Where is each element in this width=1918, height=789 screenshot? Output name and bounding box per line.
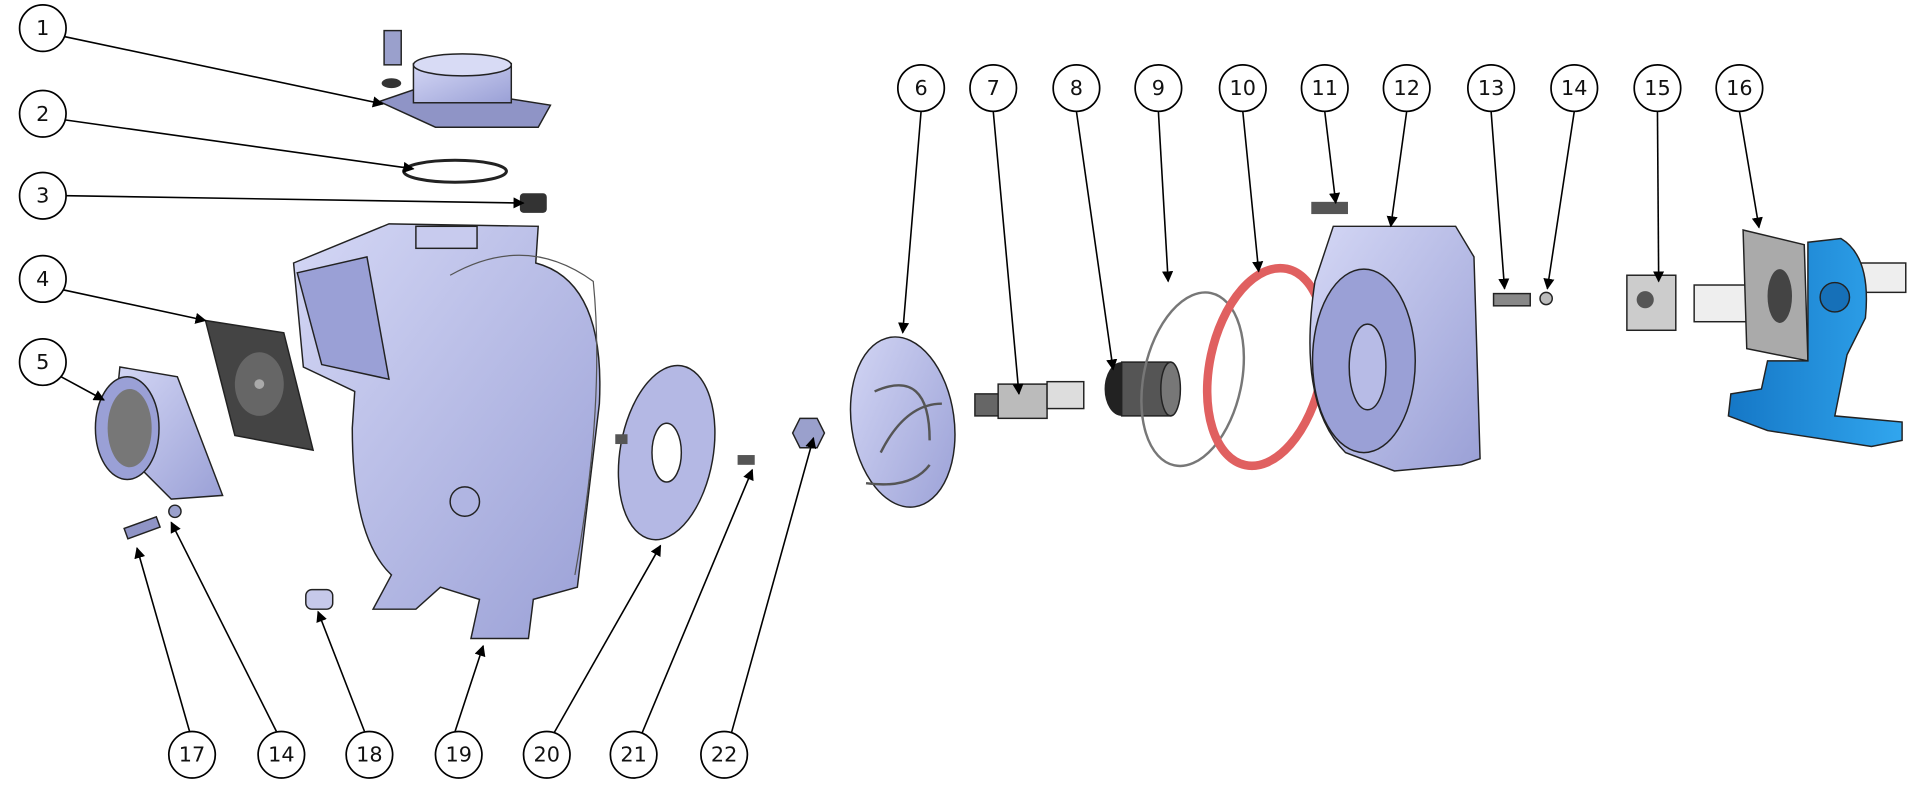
- balloon-label: 18: [356, 743, 382, 767]
- part-8-mechanical-seal: [1104, 361, 1182, 417]
- balloon-2: 2: [18, 89, 67, 138]
- balloon-label: 6: [914, 76, 927, 100]
- balloon-label: 15: [1644, 76, 1670, 100]
- balloon-3: 3: [18, 171, 67, 220]
- part-11-bolt: [1311, 201, 1348, 215]
- balloon-10: 10: [1218, 63, 1267, 113]
- part-19-pump-casing: [292, 223, 601, 640]
- part-4-cover-plate: [204, 319, 315, 452]
- balloon-16: 16: [1715, 63, 1764, 113]
- balloon-label: 14: [268, 743, 294, 767]
- balloon-label: 1: [36, 16, 49, 40]
- balloon-label: 3: [36, 184, 49, 208]
- part-21-screw: [737, 455, 755, 465]
- part-2-o-ring: [402, 158, 508, 184]
- balloon-11: 11: [1300, 63, 1349, 113]
- balloon-19: 19: [434, 730, 483, 779]
- balloon-label: 2: [36, 102, 49, 126]
- balloon-8: 8: [1052, 63, 1101, 113]
- balloon-label: 21: [620, 743, 646, 767]
- part-5-suction-flange: [94, 366, 224, 500]
- part-6-impeller: [849, 336, 956, 508]
- balloon-label: 19: [445, 743, 471, 767]
- balloon-label: 8: [1070, 76, 1083, 100]
- balloon-label: 9: [1152, 76, 1165, 100]
- part-14-washer-bottom: [168, 504, 182, 519]
- balloon-label: 20: [534, 743, 560, 767]
- part-15-coupling: [1626, 274, 1677, 332]
- balloon-label: 4: [36, 267, 49, 291]
- balloon-5: 5: [18, 337, 67, 387]
- part-13-bolt: [1492, 292, 1531, 307]
- balloon-15: 15: [1633, 63, 1682, 113]
- part-12-bracket: [1309, 225, 1481, 472]
- balloon-label: 13: [1478, 76, 1504, 100]
- part-14-washer-top: [1539, 291, 1553, 306]
- balloon-9: 9: [1134, 63, 1183, 113]
- part-18-drain-plug: [305, 588, 334, 610]
- balloon-21: 21: [609, 730, 658, 779]
- part-3-plug: [519, 193, 547, 213]
- part-7-shaft-sleeve: [974, 380, 1085, 420]
- part-9-o-ring: [1140, 291, 1246, 468]
- balloon-1: 1: [18, 4, 67, 53]
- balloon-label: 12: [1393, 76, 1419, 100]
- part-17-bolt: [123, 515, 162, 540]
- balloon-label: 7: [987, 76, 1000, 100]
- balloon-14-top: 14: [1550, 63, 1599, 113]
- balloon-18: 18: [345, 730, 394, 779]
- balloon-label: 11: [1312, 76, 1338, 100]
- balloon-label: 14: [1561, 76, 1587, 100]
- balloon-12: 12: [1382, 63, 1431, 113]
- part-20-wear-plate: [615, 364, 716, 541]
- part-1-discharge-flange: [377, 29, 552, 128]
- balloon-label: 16: [1726, 76, 1752, 100]
- balloon-label: 10: [1230, 76, 1256, 100]
- balloon-label: 5: [36, 350, 49, 374]
- part-22-nut: [791, 417, 826, 449]
- balloon-17: 17: [167, 730, 217, 779]
- balloon-7: 7: [969, 63, 1018, 113]
- leader-lines: [60, 35, 1763, 734]
- balloon-13: 13: [1467, 63, 1516, 113]
- balloon-label: 17: [179, 743, 205, 767]
- balloon-20: 20: [522, 730, 571, 779]
- balloon-14-bottom: 14: [257, 730, 306, 779]
- balloon-4: 4: [18, 254, 67, 304]
- balloon-6: 6: [896, 63, 946, 113]
- balloon-label: 22: [711, 743, 737, 767]
- part-16-motor-frame: [1693, 229, 1907, 448]
- balloon-22: 22: [700, 730, 749, 779]
